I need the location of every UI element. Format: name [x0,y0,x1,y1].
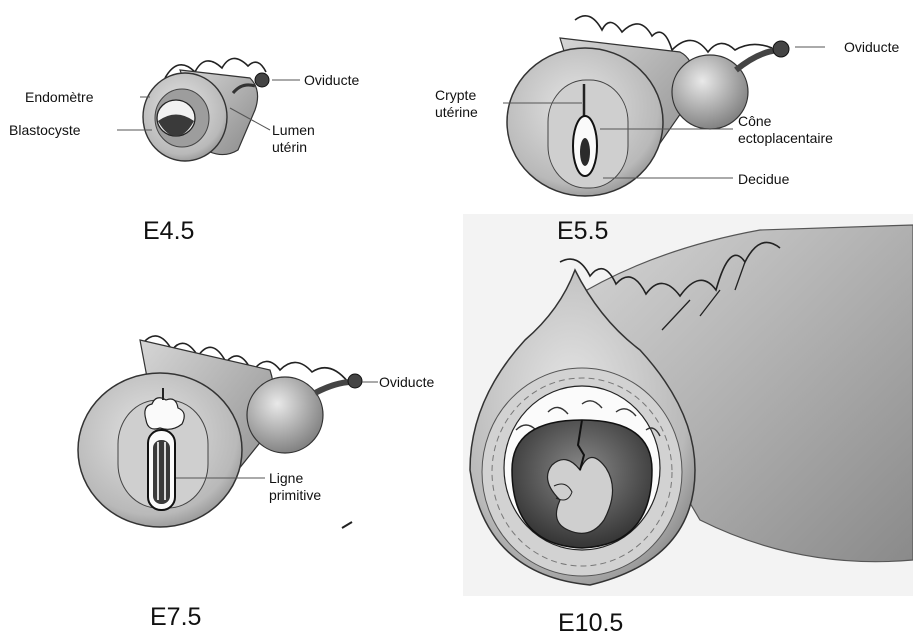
panel-e7-5-drawing [78,336,378,528]
stage-label: E10.5 [558,609,623,637]
panel-e10-5-drawing [463,214,913,596]
label-oviduct: Oviducte [304,72,359,89]
stage-label: E5.5 [557,217,608,245]
stage-label: E4.5 [143,217,194,245]
label-oviduct: Oviducte [844,39,899,56]
label-ectoplacental-cone: Cône ectoplacentaire [738,113,833,147]
stage-label: E7.5 [150,603,201,631]
panel-e5-5-drawing [503,16,825,196]
label-uterine-lumen: Lumen utérin [272,122,315,156]
oviduct-knot [348,374,362,388]
oviduct-knot [773,41,789,57]
label-blastocyst: Blastocyste [9,122,81,139]
label-endometrium: Endomètre [25,89,93,106]
label-decidua: Decidue [738,171,789,188]
label-primitive-streak: Ligne primitive [269,470,321,504]
label-uterine-crypt: Crypte utérine [435,87,478,121]
oviduct-knot [255,73,269,87]
label-oviduct: Oviducte [379,374,434,391]
oviduct-bulb [247,377,323,453]
